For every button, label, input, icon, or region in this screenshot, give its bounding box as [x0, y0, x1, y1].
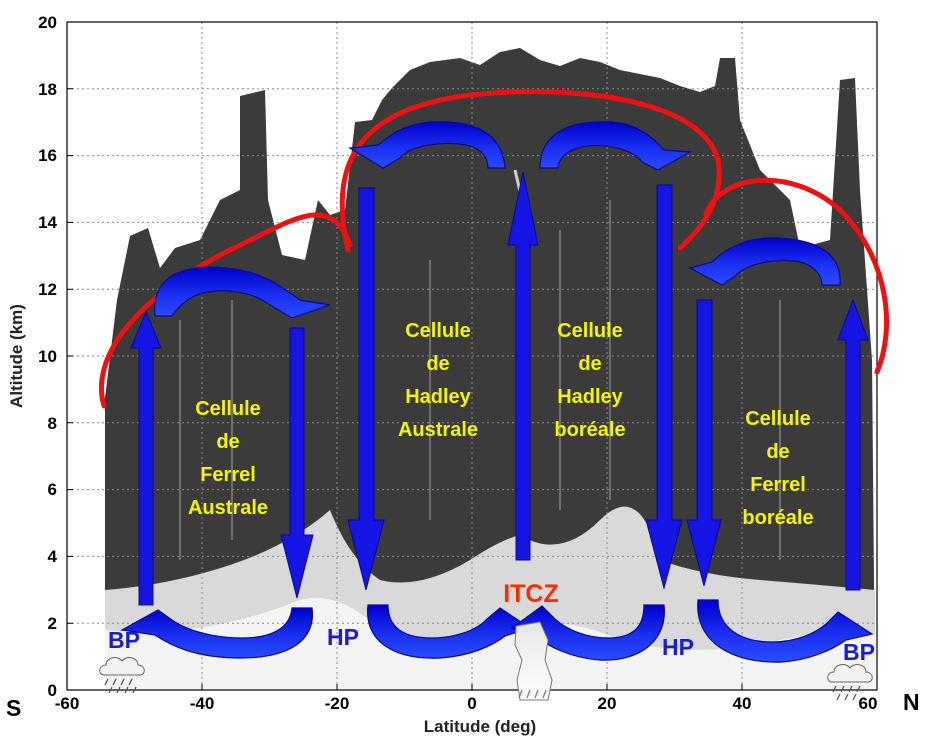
y-tick-label: 18 — [38, 80, 57, 99]
y-tick-label: 0 — [48, 681, 57, 700]
cell-labels: Cellule de Ferrel Australe Cellule de Ha… — [188, 320, 814, 529]
cell-label-line: de — [216, 431, 239, 453]
cell-label-line: Cellule — [745, 408, 811, 430]
y-tick-label: 2 — [48, 614, 57, 633]
x-tick-labels: -60 -40 -20 0 20 40 60 — [55, 694, 878, 713]
cell-label-line: de — [426, 353, 449, 375]
curl-top-ferrel-south — [154, 266, 331, 319]
itcz-label: ITCZ — [503, 580, 559, 608]
x-axis-title: Latitude (deg) — [424, 717, 536, 736]
cell-label-line: Cellule — [557, 320, 623, 342]
tropopause-curve-hadley — [339, 89, 722, 253]
y-tick-label: 20 — [38, 13, 57, 32]
tropopause-curve-ferrel-north — [703, 177, 889, 375]
x-tick-label: -60 — [55, 694, 80, 713]
arrow-up-ferrel-north — [837, 298, 869, 591]
cell-label-line: Ferrel — [750, 474, 806, 496]
y-tick-label: 8 — [48, 414, 57, 433]
tropopause-curve-ferrel-south — [99, 212, 353, 409]
rain-cloud-icon — [827, 664, 873, 701]
y-tick-label: 10 — [38, 347, 57, 366]
y-tick-label: 14 — [38, 213, 57, 232]
hp-label-south: HP — [327, 624, 359, 650]
cell-label-line: Australe — [398, 419, 478, 441]
arrow-down-ferrel-south — [280, 327, 314, 599]
cell-label-ferrel-north: Cellule de Ferrel boréale — [742, 408, 813, 529]
y-tick-label: 4 — [48, 547, 58, 566]
cell-label-line: boréale — [554, 419, 625, 441]
cell-label-line: Cellule — [405, 320, 471, 342]
arrow-down-hadley-south — [347, 187, 385, 591]
hp-label-north: HP — [662, 634, 694, 660]
cell-label-line: Australe — [188, 497, 268, 519]
x-tick-label: 0 — [467, 694, 476, 713]
bp-label-north: BP — [843, 639, 875, 665]
curved-arrows — [120, 121, 874, 663]
bp-label-south: BP — [108, 627, 140, 653]
arrow-up-ferrel-south — [130, 310, 162, 606]
curl-bottom-ferrel-south — [120, 607, 313, 659]
convective-rain-strokes — [518, 689, 547, 699]
arrow-up-itcz — [507, 171, 539, 561]
cell-label-hadley-north: Cellule de Hadley boréale — [554, 320, 625, 441]
y-tick-labels: 0 2 4 6 8 10 12 14 16 18 20 — [38, 13, 57, 700]
cell-label-line: boréale — [742, 507, 813, 529]
curl-top-hadley-south — [348, 121, 506, 169]
rain-cloud-icon — [99, 657, 145, 694]
tick-marks — [66, 21, 878, 691]
x-tick-label: 60 — [859, 694, 878, 713]
y-tick-label: 12 — [38, 280, 57, 299]
vertical-arrows — [130, 171, 869, 606]
x-tick-label: 40 — [733, 694, 752, 713]
south-marker: S — [6, 695, 21, 721]
cell-label-hadley-south: Cellule de Hadley Australe — [398, 320, 478, 441]
arrow-down-ferrel-north — [686, 299, 722, 587]
grid — [67, 22, 877, 690]
curl-top-hadley-north — [539, 121, 693, 171]
y-axis-title: Altitude (km) — [7, 304, 26, 408]
cell-label-ferrel-south: Cellule de Ferrel Australe — [188, 398, 268, 519]
y-tick-label: 6 — [48, 480, 57, 499]
convective-tower-icon — [514, 621, 553, 701]
tropopause-curves — [99, 89, 889, 409]
cell-label-line: Cellule — [195, 398, 261, 420]
cell-label-line: Hadley — [405, 386, 471, 408]
north-marker: N — [903, 689, 920, 715]
arrow-down-hadley-north — [645, 184, 683, 590]
cell-label-line: Ferrel — [200, 464, 256, 486]
cell-label-line: de — [766, 441, 789, 463]
curl-bottom-ferrel-north — [697, 599, 874, 663]
cell-label-line: Hadley — [557, 386, 623, 408]
cell-label-line: de — [578, 353, 601, 375]
curl-top-ferrel-north — [688, 237, 841, 286]
y-tick-label: 16 — [38, 146, 57, 165]
x-tick-label: -20 — [325, 694, 350, 713]
x-tick-label: -40 — [190, 694, 215, 713]
x-tick-label: 20 — [598, 694, 617, 713]
